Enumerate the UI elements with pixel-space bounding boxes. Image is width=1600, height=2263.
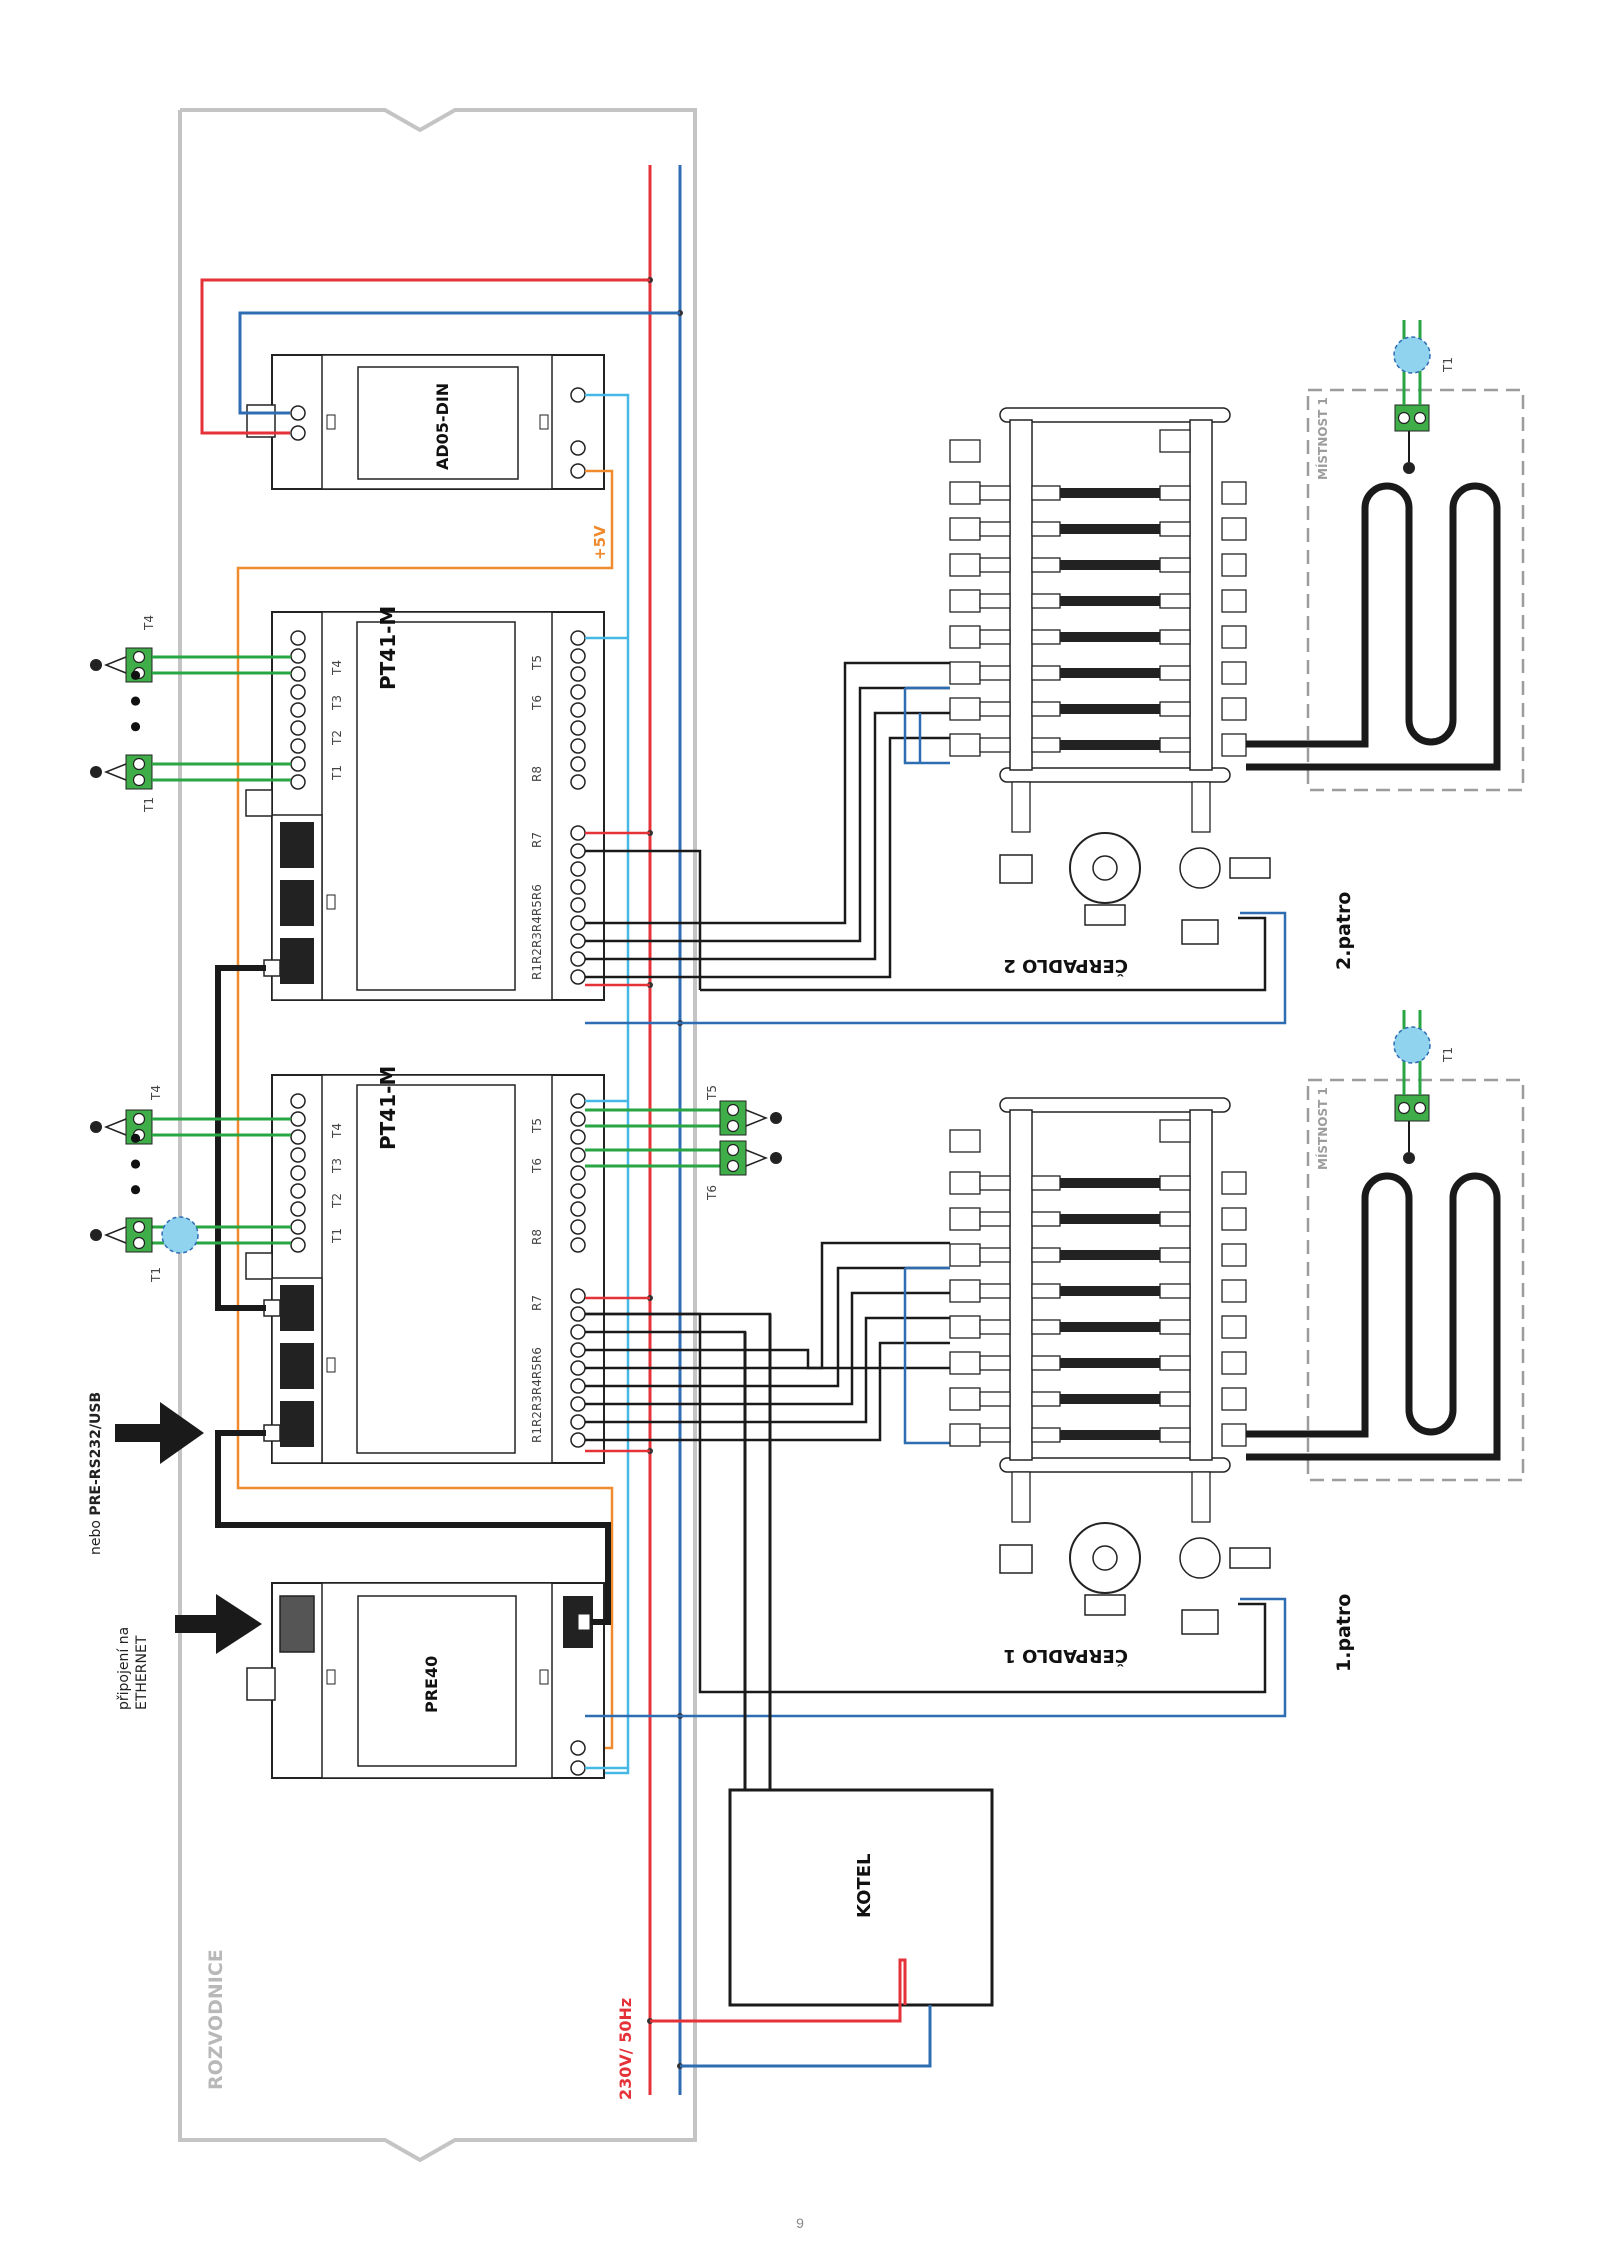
pt41-top-t3: T3 bbox=[330, 695, 344, 711]
pre40-label: PRE40 bbox=[422, 1656, 441, 1713]
pt41-bottom-t3: T3 bbox=[330, 1158, 344, 1174]
ad05-neutral-wire bbox=[238, 311, 680, 415]
pt41-bottom-left-terminals bbox=[290, 1093, 306, 1253]
svg-text:T1: T1 bbox=[1441, 1047, 1455, 1063]
svg-text:MÍSTNOST 1: MÍSTNOST 1 bbox=[1315, 397, 1330, 480]
pt41-bottom-t1: T1 bbox=[330, 1228, 344, 1244]
pt41-bottom-t2: T2 bbox=[330, 1193, 344, 1209]
pt41-bottom-t6: T6 bbox=[530, 1158, 544, 1174]
manifold-top-neutral-feed bbox=[680, 686, 1287, 1025]
panel-outline bbox=[178, 108, 697, 2163]
pt41-top-r8: R8 bbox=[530, 766, 544, 782]
bus-cable-pre40 bbox=[215, 1430, 611, 1625]
svg-text:T5: T5 bbox=[705, 1085, 719, 1101]
pre40-module: PRE40 bbox=[246, 1582, 605, 1779]
pt41-top-t1: T1 bbox=[330, 765, 344, 781]
room-top: MÍSTNOST 1 T1 bbox=[1246, 320, 1525, 792]
pt41-top-r7: R7 bbox=[530, 832, 544, 848]
room-bottom-sensor-icon bbox=[1393, 1026, 1431, 1064]
pt41-top-r1-r6: R1R2R3R4R5R6 bbox=[530, 884, 544, 980]
ethernet-label-line1: připojení na bbox=[116, 1627, 132, 1710]
bus-junctions bbox=[647, 277, 683, 2069]
room-top-sensor-icon bbox=[1393, 336, 1431, 374]
sensor-right-t5: T5 bbox=[585, 1085, 782, 1136]
pt41-top-label: PT41-M bbox=[376, 606, 400, 690]
sensor-bottom-ellipsis: • • • bbox=[122, 1130, 152, 1198]
heating-loop-bottom bbox=[1246, 1172, 1501, 1461]
rs232-label: nebo PRE-RS232/USB bbox=[88, 1392, 104, 1555]
supply-5v-label: +5V bbox=[591, 525, 609, 560]
ad05-din-module: AD05-DIN bbox=[246, 354, 605, 490]
pt41-top-t5: T5 bbox=[530, 655, 544, 671]
svg-text:MÍSTNOST 1: MÍSTNOST 1 bbox=[1315, 1087, 1330, 1170]
pt41-bottom-r1-r6: R1R2R3R4R5R6 bbox=[530, 1347, 544, 1443]
sensor-bottom-upper: T4 bbox=[90, 1085, 291, 1145]
rs232-arrow-icon bbox=[115, 1402, 204, 1464]
pump-top-label: ČERPADLO 2 bbox=[1003, 955, 1128, 977]
pt41-top-module: PT41-M T1 T2 T3 T4 T5 T6 R8 R7 R1R2R3R4R… bbox=[245, 606, 605, 1001]
pt41-bottom-r7: R7 bbox=[530, 1295, 544, 1311]
svg-text:T1: T1 bbox=[1441, 357, 1455, 373]
room-bottom: MÍSTNOST 1 T1 bbox=[1246, 1010, 1525, 1482]
sensor-top-lower: T1 bbox=[90, 754, 291, 813]
heating-loop-top bbox=[1246, 482, 1501, 771]
boiler-wires bbox=[650, 1314, 932, 2068]
manifold-top bbox=[949, 407, 1271, 945]
sensor-right-t6: T6 bbox=[585, 1140, 782, 1201]
pt41-bottom-r8: R8 bbox=[530, 1229, 544, 1245]
svg-text:T4: T4 bbox=[149, 1085, 163, 1101]
pt41-bottom-label: PT41-M bbox=[376, 1066, 400, 1150]
relay-power-wires bbox=[585, 636, 680, 1770]
boiler-label: KOTEL bbox=[854, 1854, 875, 1919]
boiler-box bbox=[728, 1788, 994, 2007]
pt41-top-t4: T4 bbox=[330, 660, 344, 676]
pt41-top-right-terminals bbox=[570, 630, 586, 985]
bus-data-wire bbox=[585, 393, 630, 1775]
pump-bottom-label: ČERPADLO 1 bbox=[1003, 1645, 1128, 1667]
sensor-top-upper: T4 bbox=[90, 615, 291, 683]
pt41-bottom-t4: T4 bbox=[330, 1123, 344, 1139]
manifold-bottom bbox=[949, 1097, 1271, 1635]
sensor-top-ellipsis: • • • bbox=[122, 667, 152, 735]
ethernet-arrow-icon bbox=[175, 1594, 262, 1654]
svg-text:T1: T1 bbox=[149, 1267, 163, 1283]
panel-label: ROZVODNICE bbox=[205, 1949, 227, 2090]
pt41-top-t2: T2 bbox=[330, 730, 344, 746]
ethernet-label-line2: ETHERNET bbox=[134, 1635, 150, 1710]
page-number: 9 bbox=[796, 2215, 804, 2231]
ad05-label: AD05-DIN bbox=[433, 383, 452, 470]
pt41-bottom-t5: T5 bbox=[530, 1118, 544, 1134]
sensor-bubble-icon bbox=[161, 1216, 199, 1254]
pt41-bottom-right-terminals bbox=[570, 1093, 586, 1448]
manifold-bottom-neutral-feed bbox=[680, 1266, 1287, 1718]
pt41-top-left-terminals bbox=[290, 630, 306, 790]
power-label: 230V/ 50Hz bbox=[616, 1998, 635, 2100]
pt41-bottom-module: PT41-M T1 T2 T3 T4 T5 T6 R8 R7 R1R2R3R4R… bbox=[245, 1066, 605, 1464]
bus-cable-top bbox=[215, 965, 266, 1311]
floor-bottom-label: 1.patro bbox=[1333, 1594, 1355, 1672]
ad05-phase-wire bbox=[200, 278, 650, 435]
svg-text:T4: T4 bbox=[142, 615, 156, 631]
floor-top-label: 2.patro bbox=[1333, 892, 1355, 970]
supply-5v-wire bbox=[236, 469, 614, 1750]
pt41-top-t6: T6 bbox=[530, 695, 544, 711]
sensor-bottom-lower: T1 bbox=[90, 1216, 291, 1283]
svg-text:T6: T6 bbox=[705, 1185, 719, 1201]
svg-text:T1: T1 bbox=[142, 797, 156, 813]
